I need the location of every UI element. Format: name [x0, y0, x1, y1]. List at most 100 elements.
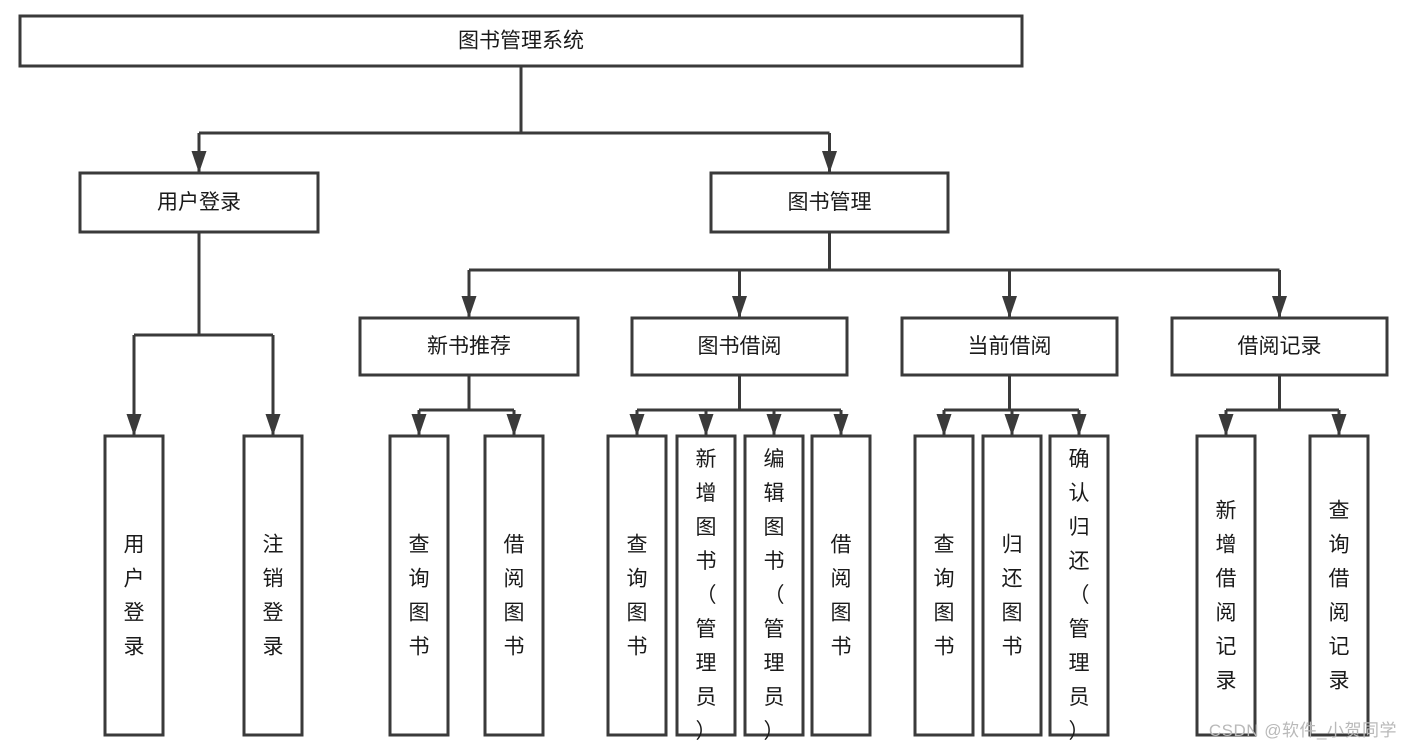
- node-leaf-edit-book-label-char: 辑: [764, 482, 785, 505]
- node-leaf-logout-label-char: 销: [263, 568, 284, 591]
- node-leaf-edit-book-label-char: 图: [764, 516, 785, 539]
- node-current-borrow-box: [900, 316, 1119, 377]
- node-leaf-query-book-2-label-char: 书: [627, 636, 648, 659]
- node-leaf-query-book-1-label-char: 书: [409, 636, 430, 659]
- node-leaf-add-book-label-char: 新: [696, 448, 717, 471]
- node-leaf-query-book-2-label-char: 查: [627, 534, 648, 557]
- node-book-borrow-box: [630, 316, 849, 377]
- node-root-system-box: [18, 14, 1024, 68]
- node-leaf-query-book-3-label-char: 图: [934, 602, 955, 625]
- node-new-book-recommend-box: [358, 316, 580, 377]
- node-current-borrow[interactable]: 当前借阅: [900, 316, 1119, 377]
- node-leaf-edit-book-box: [743, 434, 805, 737]
- node-leaf-logout-box: [242, 434, 304, 737]
- node-leaf-confirm-return-label-char: 还: [1069, 550, 1090, 573]
- node-leaf-add-book-label-char: （: [696, 584, 717, 607]
- node-leaf-query-book-1-label-char: 询: [409, 568, 430, 591]
- node-leaf-add-record-label-char: 新: [1216, 500, 1237, 523]
- node-leaf-confirm-return-label-char: ）: [1069, 720, 1090, 743]
- node-leaf-add-book-label-char: 理: [696, 652, 717, 675]
- node-leaf-confirm-return-label-char: （: [1069, 584, 1090, 607]
- node-leaf-query-record-label-char: 查: [1329, 500, 1350, 523]
- node-leaf-borrow-book-1-label-char: 书: [504, 636, 525, 659]
- node-leaf-return-book-label-char: 归: [1002, 534, 1023, 557]
- node-leaf-return-book-box: [981, 434, 1043, 737]
- node-leaf-user-login[interactable]: 用户登录: [103, 434, 165, 737]
- node-user-login-box: [78, 171, 320, 234]
- node-book-manage-label: 图书管理: [788, 191, 872, 214]
- node-book-manage-box: [709, 171, 950, 234]
- node-leaf-edit-book-label-char: 书: [764, 550, 785, 573]
- node-borrow-record[interactable]: 借阅记录: [1170, 316, 1389, 377]
- node-leaf-add-record-label-char: 借: [1216, 568, 1237, 591]
- node-leaf-query-book-3-label-char: 书: [934, 636, 955, 659]
- node-leaf-confirm-return-label-char: 归: [1069, 516, 1090, 539]
- node-leaf-user-login-label-char: 用: [124, 534, 145, 557]
- node-leaf-edit-book-label-char: 编: [764, 448, 785, 471]
- node-current-borrow-label: 当前借阅: [968, 335, 1052, 358]
- node-borrow-record-box: [1170, 316, 1389, 377]
- node-leaf-confirm-return-label-char: 员: [1069, 686, 1090, 709]
- node-leaf-query-book-1-label-char: 查: [409, 534, 430, 557]
- node-borrow-record-label: 借阅记录: [1238, 335, 1322, 358]
- node-leaf-confirm-return-label-char: 管: [1069, 618, 1090, 641]
- node-leaf-confirm-return-label-char: 认: [1069, 482, 1090, 505]
- node-leaf-edit-book-label-char: 员: [764, 686, 785, 709]
- node-root-system[interactable]: 图书管理系统: [18, 14, 1024, 68]
- node-leaf-add-book-label-char: 管: [696, 618, 717, 641]
- node-leaf-add-book-label-char: ）: [696, 720, 717, 743]
- node-leaf-query-book-3-label-char: 询: [934, 568, 955, 591]
- node-leaf-user-login-label-char: 录: [124, 636, 145, 659]
- node-leaf-add-book-box: [675, 434, 737, 737]
- node-leaf-query-book-2-label-char: 图: [627, 602, 648, 625]
- node-leaf-add-record-box: [1195, 434, 1257, 737]
- node-book-manage[interactable]: 图书管理: [709, 171, 950, 234]
- node-leaf-query-book-3-label-char: 查: [934, 534, 955, 557]
- node-leaf-borrow-book-2-label-char: 借: [831, 534, 852, 557]
- node-leaf-logout-label-char: 登: [263, 602, 284, 625]
- node-leaf-add-book-label-char: 增: [696, 482, 717, 505]
- node-leaf-edit-book-label-char: ）: [764, 720, 785, 743]
- node-book-borrow-label: 图书借阅: [698, 335, 782, 358]
- node-leaf-user-login-box: [103, 434, 165, 737]
- node-leaf-borrow-book-2-box: [810, 434, 872, 737]
- node-leaf-query-record-label-char: 阅: [1329, 602, 1350, 625]
- node-leaf-confirm-return-box: [1048, 434, 1110, 737]
- node-leaf-query-book-3-box: [913, 434, 975, 737]
- node-user-login[interactable]: 用户登录: [78, 171, 320, 234]
- node-book-borrow[interactable]: 图书借阅: [630, 316, 849, 377]
- node-leaf-borrow-book-1-box: [483, 434, 545, 737]
- node-leaf-confirm-return-label-char: 确: [1069, 448, 1090, 471]
- node-leaf-add-record-label-char: 记: [1216, 636, 1237, 659]
- node-leaf-query-record-label-char: 录: [1329, 670, 1350, 693]
- node-leaf-borrow-book-1-label-char: 借: [504, 534, 525, 557]
- connectors-layer: [126, 66, 1347, 436]
- node-leaf-add-book-label-char: 图: [696, 516, 717, 539]
- node-leaf-user-login-label-char: 户: [124, 568, 145, 591]
- node-leaf-query-record-label-char: 记: [1329, 636, 1350, 659]
- node-leaf-logout-label-char: 注: [263, 534, 284, 557]
- node-leaf-return-book-label-char: 图: [1002, 602, 1023, 625]
- node-leaf-edit-book-label-char: 管: [764, 618, 785, 641]
- node-new-book-recommend-label: 新书推荐: [427, 335, 511, 358]
- node-leaf-return-book-label-char: 还: [1002, 568, 1023, 591]
- node-leaf-add-book-label-char: 书: [696, 550, 717, 573]
- node-leaf-borrow-book-2-label-char: 阅: [831, 568, 852, 591]
- node-new-book-recommend[interactable]: 新书推荐: [358, 316, 580, 377]
- node-leaf-edit-book-label-char: （: [764, 584, 785, 607]
- nodes-layer: 图书管理系统用户登录图书管理新书推荐图书借阅当前借阅借阅记录用户登录注销登录查询…: [18, 14, 1389, 743]
